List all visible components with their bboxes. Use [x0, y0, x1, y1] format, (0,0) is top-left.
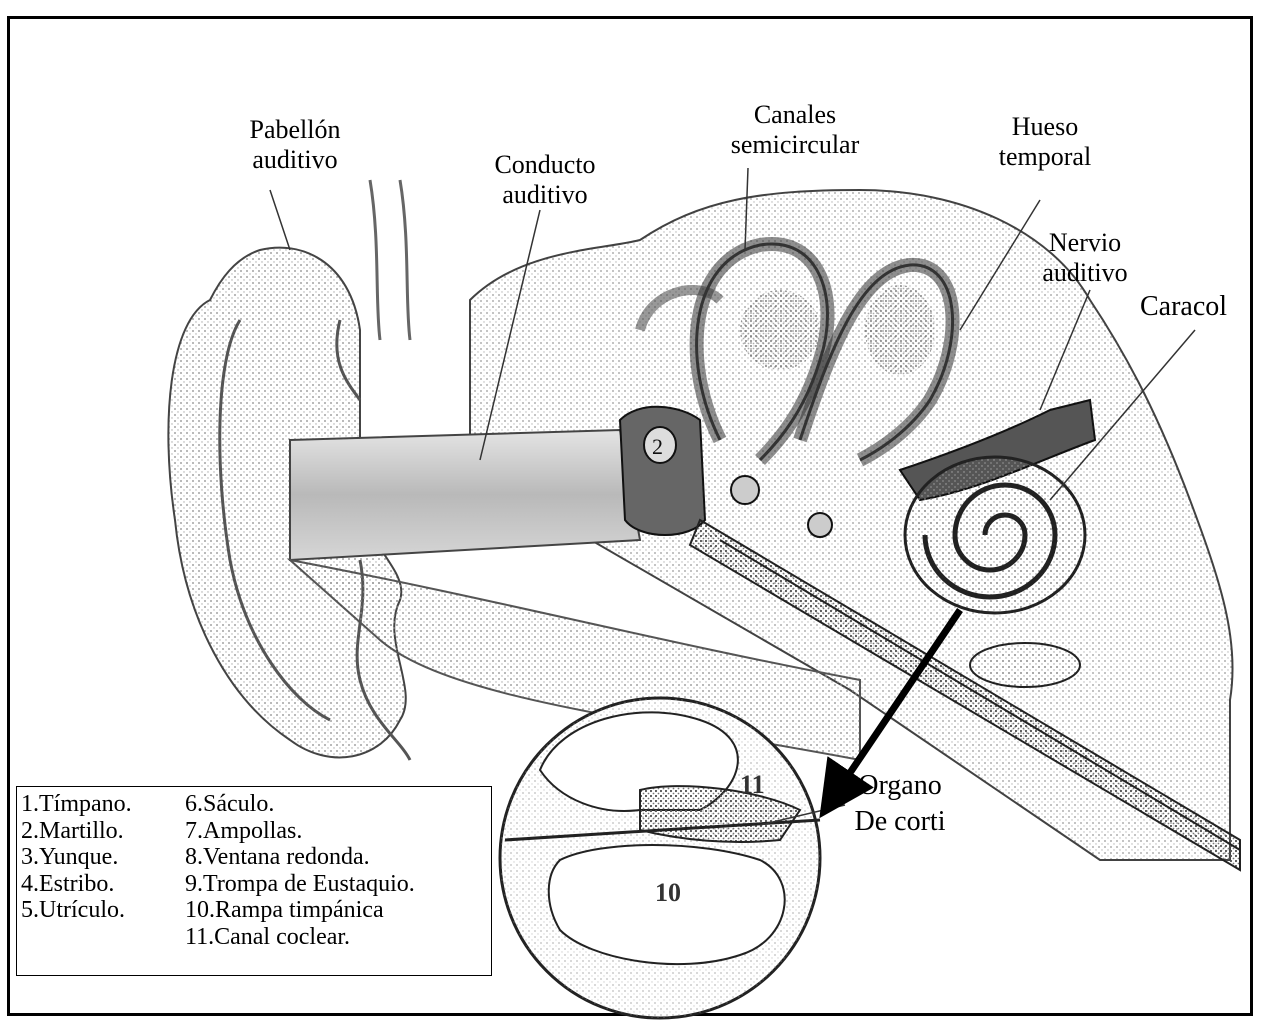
svg-text:2: 2: [652, 434, 663, 459]
legend-box: 1.Tímpano. 2.Martillo. 3.Yunque. 4.Estri…: [16, 786, 492, 976]
inset-number-11: 11: [740, 770, 765, 800]
label-caracol: Caracol: [1140, 292, 1227, 322]
legend-item: 6.Sáculo.: [185, 791, 415, 818]
label-organo: Organo De corti: [840, 768, 960, 840]
legend-column-1: 1.Tímpano. 2.Martillo. 3.Yunque. 4.Estri…: [21, 791, 132, 924]
legend-item: 4.Estribo.: [21, 871, 132, 898]
legend-item: 5.Utrículo.: [21, 897, 132, 924]
legend-item: 2.Martillo.: [21, 818, 132, 845]
legend-item: 10.Rampa timpánica: [185, 897, 415, 924]
label-canales: Canales semicircular: [715, 100, 875, 160]
legend-item: 3.Yunque.: [21, 844, 132, 871]
corti-inset: [500, 698, 820, 1018]
cochlea: [905, 457, 1085, 613]
label-pabellon: Pabellón auditivo: [220, 115, 370, 175]
inset-number-10: 10: [655, 878, 681, 908]
legend-item: 8.Ventana redonda.: [185, 844, 415, 871]
legend-item: 1.Tímpano.: [21, 791, 132, 818]
legend-item: 9.Trompa de Eustaquio.: [185, 871, 415, 898]
legend-item: 7.Ampollas.: [185, 818, 415, 845]
legend-column-2: 6.Sáculo. 7.Ampollas. 8.Ventana redonda.…: [185, 791, 415, 950]
label-hueso: Hueso temporal: [980, 112, 1110, 172]
label-conducto: Conducto auditivo: [470, 150, 620, 210]
bone-oval: [970, 643, 1080, 687]
label-nervio: Nervio auditivo: [1025, 228, 1145, 288]
legend-item: 11.Canal coclear.: [185, 924, 415, 951]
